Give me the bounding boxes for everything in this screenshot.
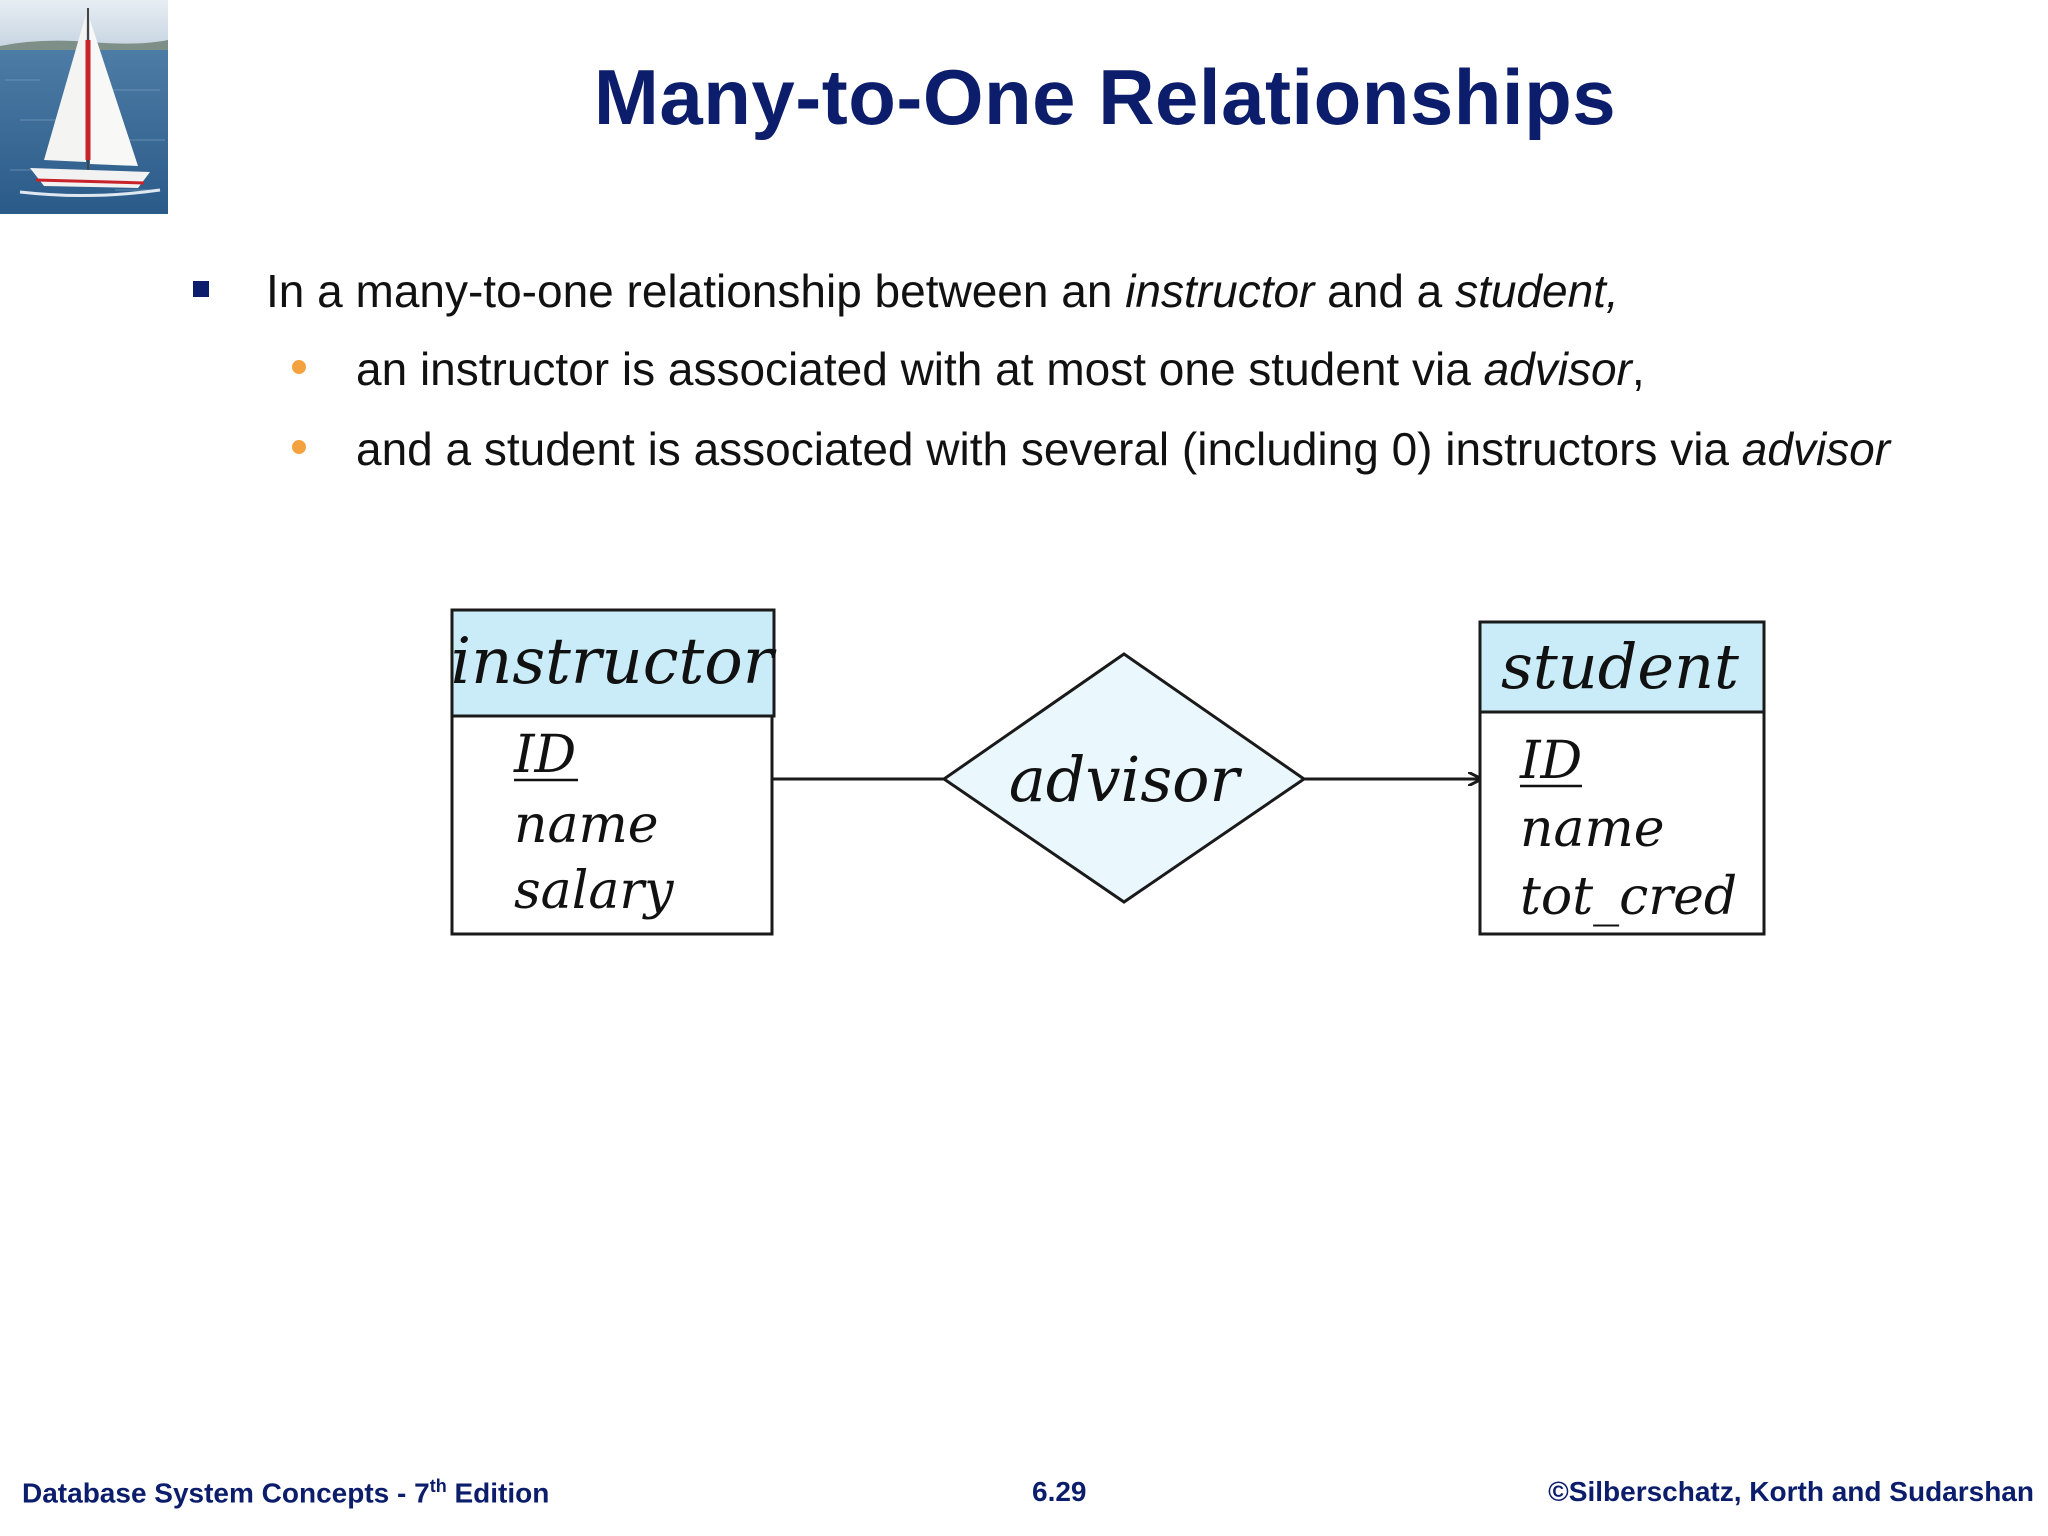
footer-book-title-sup: th	[429, 1476, 447, 1496]
round-bullet-icon	[292, 440, 306, 454]
footer-book-title-end: Edition	[446, 1477, 550, 1509]
instructor-attr-id: ID	[513, 725, 576, 785]
relationship-diamond	[941, 652, 1307, 904]
bullet-2-text: an instructor is associated with at most…	[356, 343, 1484, 395]
slide-footer: Database System Concepts - 7th Edition 6…	[0, 1476, 2048, 1536]
footer-copyright: ©Silberschatz, Korth and Sudarshan	[1548, 1476, 2034, 1507]
instructor-attr-name: name	[514, 795, 659, 855]
bullet-1: In a many-to-one relationship between an…	[266, 262, 1619, 320]
footer-book-title: Database System Concepts - 7th Edition	[22, 1476, 549, 1509]
instructor-attr-salary: salary	[514, 861, 674, 921]
entity-instructor-body	[450, 714, 774, 936]
bullet-2-em-advisor: advisor	[1483, 343, 1632, 395]
bullet-3: and a student is associated with several…	[356, 420, 1916, 478]
bullet-1-em-student: student,	[1455, 265, 1619, 317]
bullet-1-text-mid: and a	[1314, 265, 1456, 317]
entity-instructor: instructor ID name salary	[450, 608, 777, 936]
entity-instructor-name: instructor	[451, 625, 777, 699]
square-bullet-icon	[193, 281, 209, 297]
bullet-1-em-instructor: instructor	[1125, 265, 1315, 317]
footer-slide-number: 6.29	[1032, 1476, 1087, 1507]
footer-book-title-text: Database System Concepts - 7	[22, 1477, 430, 1509]
bullet-2: an instructor is associated with at most…	[356, 340, 1645, 398]
relationship-advisor: advisor	[941, 652, 1307, 904]
entity-student-name: student	[1501, 630, 1739, 703]
entity-student-header	[1478, 620, 1766, 714]
bullet-1-text: In a many-to-one relationship between an	[266, 265, 1126, 317]
round-bullet-icon	[292, 360, 306, 374]
slide-title: Many-to-One Relationships	[593, 53, 1617, 141]
bullet-3-text: and a student is associated with several…	[356, 423, 1742, 475]
relationship-name: advisor	[1009, 743, 1243, 816]
entity-instructor-header	[450, 608, 776, 718]
student-attr-name: name	[1520, 799, 1665, 859]
student-attr-tot-cred: tot_cred	[1520, 867, 1737, 927]
student-attr-id: ID	[1519, 731, 1582, 791]
entity-student-body	[1478, 710, 1766, 936]
sailboat-logo-icon	[0, 0, 168, 214]
bullet-2-suffix: ,	[1631, 343, 1645, 395]
entity-student: student ID name tot_cred	[1478, 620, 1766, 936]
bullet-3-em-advisor: advisor	[1741, 423, 1891, 475]
